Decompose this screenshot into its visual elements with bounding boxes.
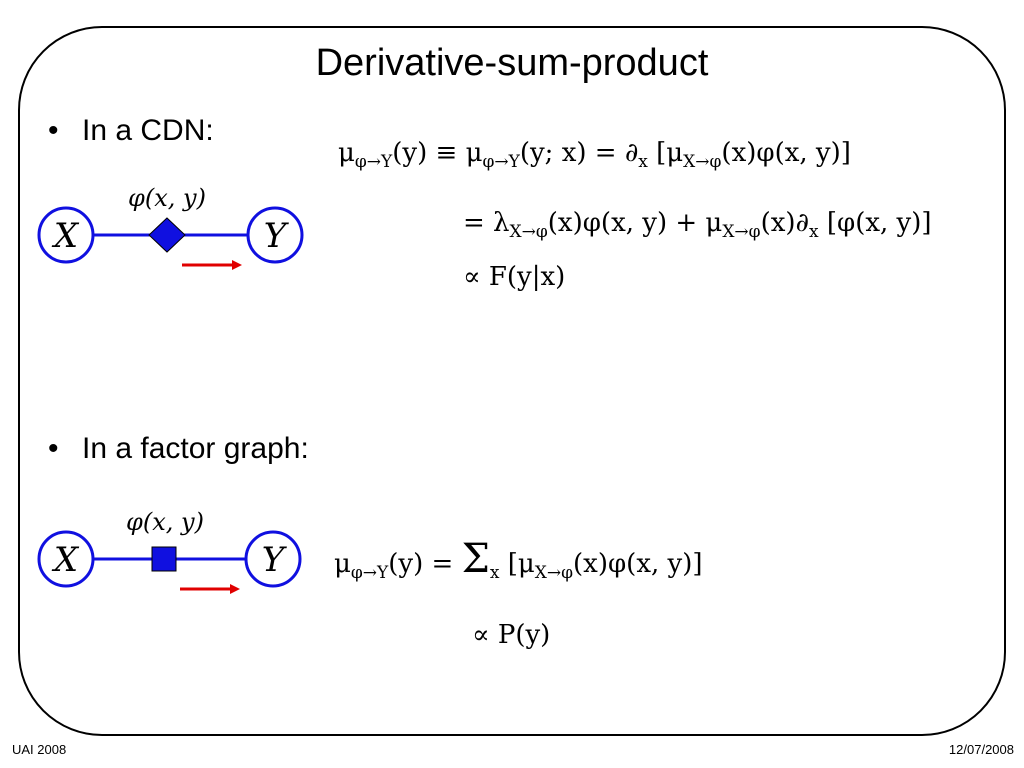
fg-node-y-label: Y bbox=[262, 540, 288, 580]
slide-frame bbox=[18, 26, 1006, 736]
eq-fg-line2: ∝ P(y) bbox=[472, 620, 551, 650]
eq-cdn-line3: ∝ F(y|x) bbox=[463, 262, 566, 292]
eq-cdn-line1: μφ→Y(y) ≡ μφ→Y(y; x) = ∂x [μX→φ(x)φ(x, y… bbox=[338, 138, 851, 172]
fg-factor-label: φ(x, y) bbox=[126, 508, 204, 536]
bullet-dot: • bbox=[48, 432, 59, 465]
fg-node-x bbox=[37, 530, 95, 588]
fg-message-arrow-head bbox=[230, 584, 240, 594]
cdn-message-arrow-head bbox=[232, 260, 242, 270]
slide-title: Derivative-sum-product bbox=[315, 42, 709, 84]
cdn-node-y bbox=[246, 206, 304, 264]
cdn-factor-label: φ(x, y) bbox=[128, 184, 206, 212]
fg-node-x-label: X bbox=[51, 540, 80, 580]
fg-factor-square bbox=[151, 546, 177, 572]
bullet-dot: • bbox=[48, 114, 59, 147]
cdn-node-x-label: X bbox=[51, 216, 80, 256]
eq-cdn-line2: = λX→φ(x)φ(x, y) + μX→φ(x)∂x [φ(x, y)] bbox=[463, 208, 932, 242]
cdn-diagram: φ(x, y) X Y bbox=[37, 184, 304, 270]
eq-fg-line1: μφ→Y(y) = Σx [μX→φ(x)φ(x, y)] bbox=[334, 536, 703, 583]
fg-node-y bbox=[244, 530, 302, 588]
footer-right: 12/07/2008 bbox=[948, 742, 1014, 757]
bullet-factor-graph-text: In a factor graph: bbox=[82, 432, 309, 465]
cdn-node-x bbox=[37, 206, 95, 264]
bullet-cdn-text: In a CDN: bbox=[82, 114, 214, 147]
footer-left: UAI 2008 bbox=[12, 742, 67, 757]
cdn-factor-diamond bbox=[148, 217, 186, 253]
fg-diagram: φ(x, y) X Y bbox=[37, 508, 302, 594]
bullet-factor-graph: • In a factor graph: bbox=[48, 432, 309, 466]
bullet-cdn: • In a CDN: bbox=[48, 114, 214, 148]
cdn-node-y-label: Y bbox=[264, 216, 290, 256]
